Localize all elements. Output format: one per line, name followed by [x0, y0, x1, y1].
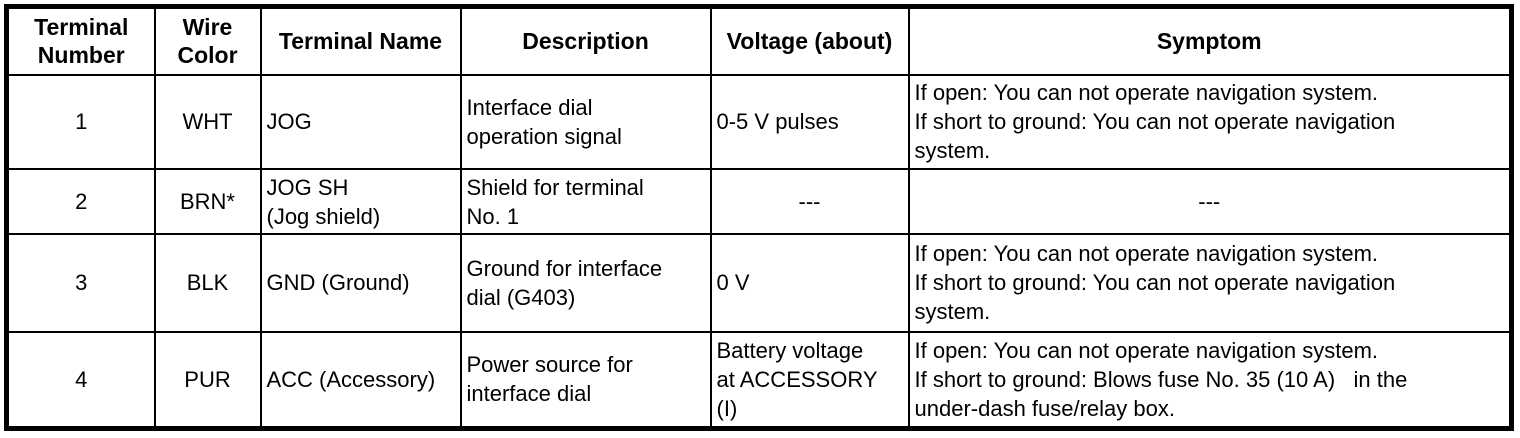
header-symptom: Symptom [907, 5, 1513, 76]
header-terminal-name: Terminal Name [259, 5, 462, 76]
cell-terminal-name: ACC (Accessory) [259, 330, 462, 430]
header-voltage: Voltage (about) [709, 5, 910, 76]
cell-wire-color: WHT [153, 73, 262, 171]
cell-terminal-number: 3 [5, 232, 156, 333]
cell-terminal-name: JOG [259, 73, 462, 171]
table-row: 3 BLK GND (Ground) Ground for interface … [5, 232, 1513, 333]
cell-voltage: 0 V [709, 232, 910, 333]
cell-voltage: --- [709, 168, 910, 235]
table-row: 2 BRN* JOG SH (Jog shield) Shield for te… [5, 168, 1513, 235]
cell-description: Ground for interface dial (G403) [459, 232, 712, 333]
cell-description: Power source for interface dial [459, 330, 712, 430]
table-row: 1 WHT JOG Interface dial operation signa… [5, 73, 1513, 171]
cell-terminal-number: 1 [5, 73, 156, 171]
cell-symptom: If open: You can not operate navigation … [907, 73, 1513, 171]
terminal-spec-table: Terminal Number Wire Color Terminal Name… [4, 4, 1514, 431]
cell-description: Shield for terminal No. 1 [459, 168, 712, 235]
cell-wire-color: BRN* [153, 168, 262, 235]
cell-terminal-number: 4 [5, 330, 156, 430]
cell-description: Interface dial operation signal [459, 73, 712, 171]
header-description: Description [459, 5, 712, 76]
header-terminal-number: Terminal Number [5, 5, 156, 76]
cell-terminal-name: GND (Ground) [259, 232, 462, 333]
cell-voltage: Battery voltage at ACCESSORY (I) [709, 330, 910, 430]
table-row: 4 PUR ACC (Accessory) Power source for i… [5, 330, 1513, 430]
cell-terminal-number: 2 [5, 168, 156, 235]
cell-terminal-name: JOG SH (Jog shield) [259, 168, 462, 235]
table-header-row: Terminal Number Wire Color Terminal Name… [5, 5, 1513, 76]
cell-symptom: --- [907, 168, 1513, 235]
cell-wire-color: PUR [153, 330, 262, 430]
cell-symptom: If open: You can not operate navigation … [907, 330, 1513, 430]
header-wire-color: Wire Color [153, 5, 262, 76]
cell-voltage: 0-5 V pulses [709, 73, 910, 171]
cell-symptom: If open: You can not operate navigation … [907, 232, 1513, 333]
cell-wire-color: BLK [153, 232, 262, 333]
